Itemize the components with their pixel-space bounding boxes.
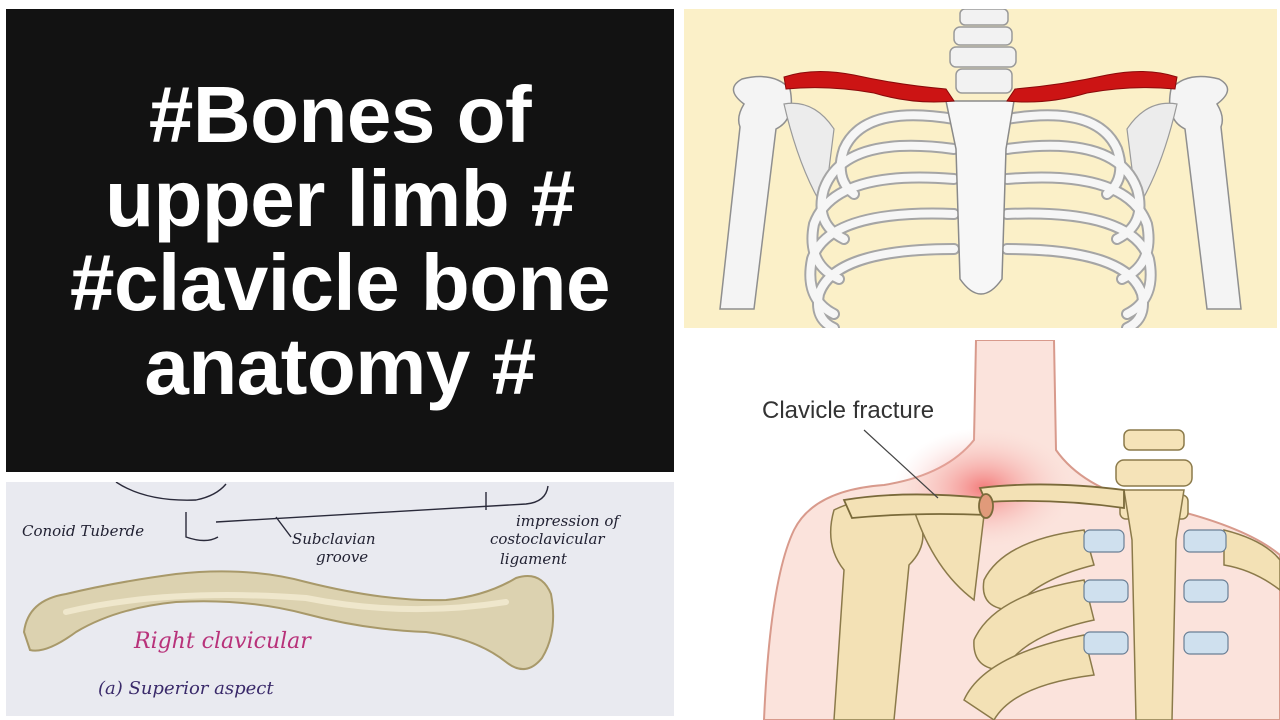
video-title: #Bones of upper limb # #clavicle bone an… [70,69,610,411]
note-heading: Right clavicular [133,629,312,654]
sketch-lines [115,482,549,542]
title-panel: #Bones of upper limb # #clavicle bone an… [6,9,674,472]
clavicle-bone [22,570,555,670]
ribs [963,529,1280,720]
callout-line [863,429,939,499]
bone-photo-drawing: Conoid Tuberde Subclavian groove impress… [22,482,621,699]
sternum [1123,489,1185,720]
title-line: anatomy # [144,321,536,411]
note-impression-3: ligament [500,550,568,568]
note-impression-2: costoclavicular [490,530,605,548]
skeleton-drawing [719,9,1242,328]
title-line: #Bones of [148,69,532,159]
shoulder-bones [829,499,985,720]
bone-highlight [63,592,509,615]
cervical-spine [949,9,1017,94]
humerus-bones [719,75,1242,310]
clavicle-bone-photo: Conoid Tuberde Subclavian groove impress… [6,482,674,716]
note-conoid: Conoid Tuberde [22,522,144,540]
title-line: upper limb # [105,153,575,243]
costal-cartilage [1083,529,1229,655]
note-subclavian-2: groove [316,548,368,566]
note-impression-1: impression of [516,512,621,530]
title-line: #clavicle bone [70,237,610,327]
note-subclavian-1: Subclavian [292,530,376,548]
sternum [945,100,1015,295]
fractured-clavicle [842,483,1125,519]
clavicle-fracture-illustration: Clavicle fracture [684,340,1280,720]
rib-cage-fill [806,111,1155,328]
fracture-label: Clavicle fracture [762,397,934,424]
note-aspect: (a) Superior aspect [98,678,274,699]
fracture-drawing: Clavicle fracture [762,340,1280,720]
clavicle-highlight [783,70,1178,103]
thorax-illustration [684,9,1277,328]
